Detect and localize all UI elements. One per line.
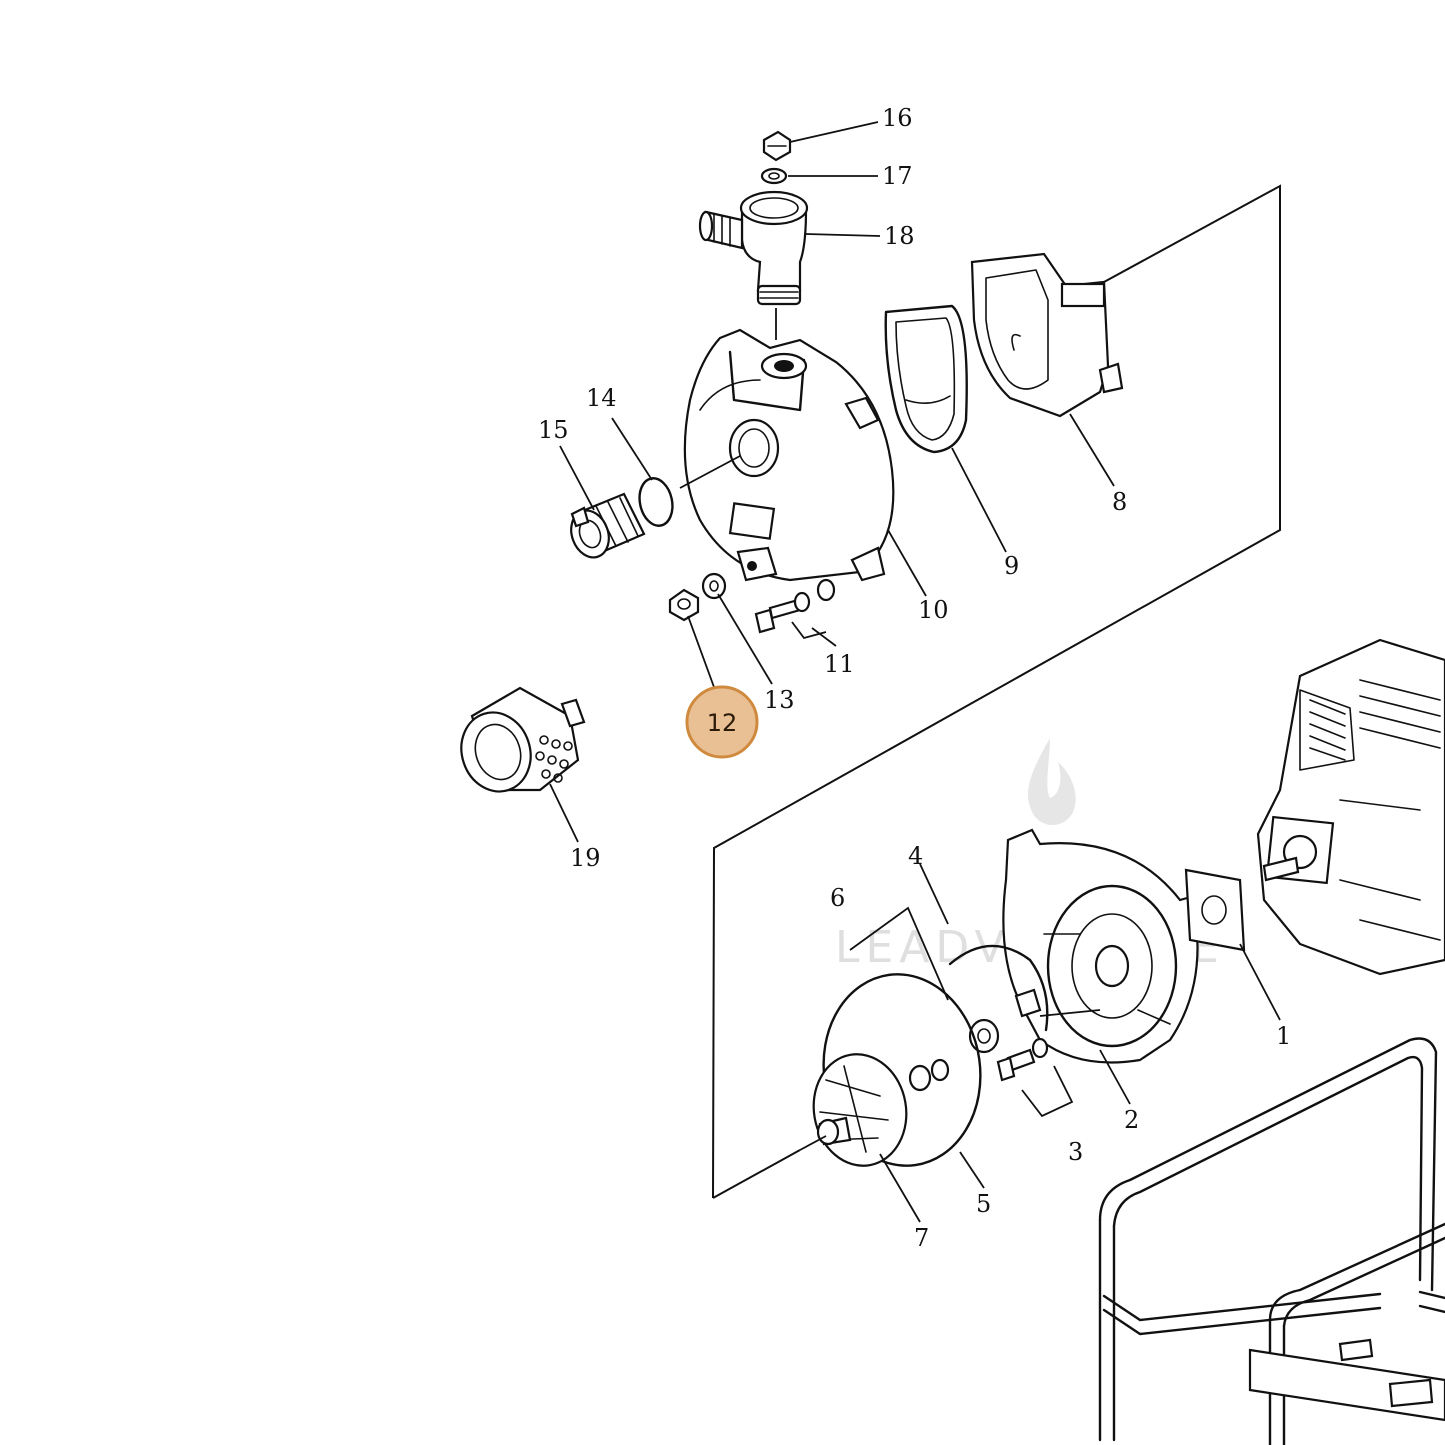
callout-13: 13 [764, 686, 795, 714]
callout-8: 8 [1112, 488, 1127, 516]
callout-16: 16 [882, 104, 913, 132]
callout-19: 19 [570, 844, 601, 872]
part-9-gasket [884, 304, 968, 454]
part-19-strainer [460, 686, 586, 793]
part-7-impeller [812, 1053, 908, 1167]
highlight-label: 12 [707, 709, 738, 737]
part-1-gasket-plate [1184, 868, 1246, 952]
leader-lines [549, 121, 1281, 1223]
flame-icon [1028, 738, 1076, 826]
callout-1: 1 [1276, 1022, 1291, 1050]
part-3-bolt-set [996, 1037, 1074, 1118]
part-2-pump-body [1002, 828, 1199, 1064]
callout-10: 10 [918, 596, 949, 624]
assembly-frames [712, 184, 1281, 1199]
part-6-nut-washer [849, 906, 950, 1092]
callout-17: 17 [882, 162, 913, 190]
part-17-washer [760, 167, 788, 185]
part-12-nut [668, 588, 700, 622]
callout-3: 3 [1068, 1138, 1083, 1166]
part-10-pump-casing [683, 328, 895, 582]
callout-14: 14 [586, 384, 617, 412]
highlight-circle [685, 685, 759, 759]
callout-7: 7 [914, 1224, 929, 1252]
callout-labels: 16 17 18 14 15 10 9 8 13 11 19 6 4 1 2 3… [538, 104, 1291, 1252]
highlight-callout-12: 12 [685, 685, 759, 759]
callout-9: 9 [1004, 552, 1019, 580]
callout-15: 15 [538, 416, 569, 444]
engine-assembly [1256, 638, 1445, 976]
upper-frame [712, 184, 1281, 1199]
part-13-washer [701, 572, 727, 600]
part-15-hose-coupling [570, 492, 646, 559]
lower-frame [712, 1149, 801, 1199]
callout-6: 6 [830, 884, 845, 912]
part-16-drain-plug [762, 130, 792, 162]
pump-frame [1098, 1037, 1445, 1445]
callout-2: 2 [1124, 1106, 1139, 1134]
callout-5: 5 [976, 1190, 991, 1218]
callout-18: 18 [884, 222, 915, 250]
part-8-volute-cover [970, 252, 1124, 418]
part-11-bolt-set [754, 578, 836, 640]
callout-4: 4 [908, 842, 923, 870]
part-14-o-ring [638, 477, 674, 527]
part-18-elbow-fitting [698, 190, 809, 306]
callout-11: 11 [824, 650, 855, 678]
